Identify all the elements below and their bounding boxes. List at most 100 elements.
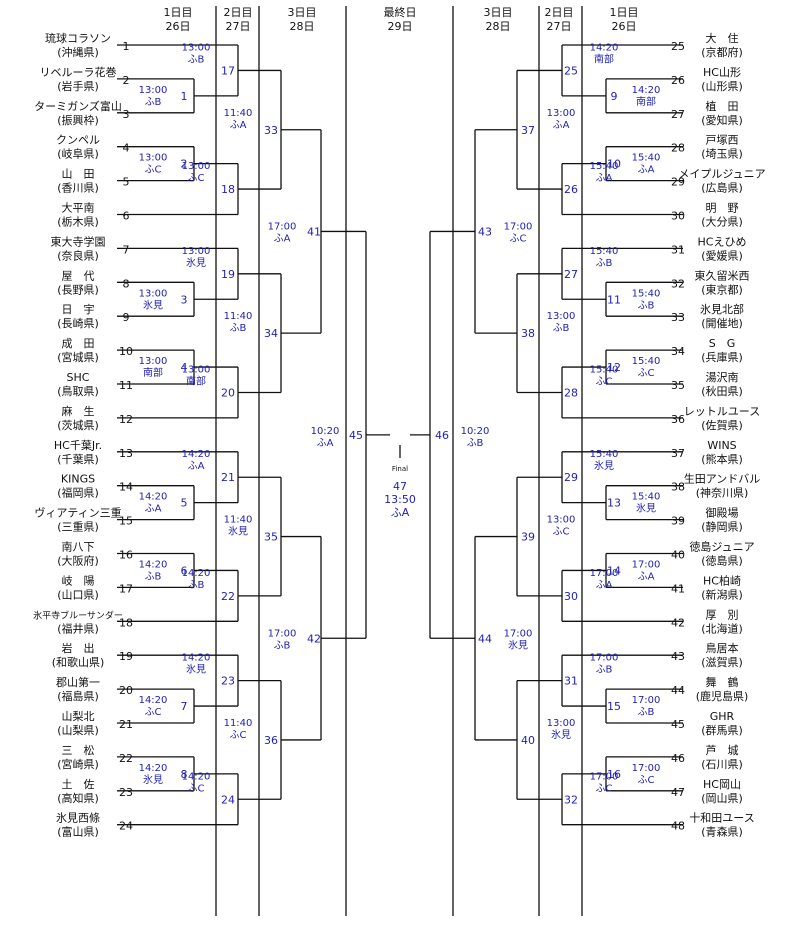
team-seed: 25 — [671, 40, 685, 53]
match-number: 19 — [221, 268, 235, 281]
match-number: 47 — [393, 480, 407, 493]
team-region: (岐阜県) — [57, 148, 99, 161]
match-venue: 氷見 — [508, 638, 528, 651]
header-day: 1日目 — [610, 6, 639, 19]
team-seed: 40 — [671, 549, 685, 562]
match-time: 13:50 — [384, 493, 416, 506]
team-region: (京都府) — [701, 45, 743, 59]
team-region: (秋田県) — [701, 384, 743, 398]
team-seed: 37 — [671, 447, 685, 460]
team-name: リベルーラ花巻 — [40, 66, 117, 79]
team-name: 山梨北 — [62, 709, 95, 723]
team-seed: 27 — [671, 108, 685, 121]
match-time: 15:40 — [590, 449, 619, 460]
team-name: HC千葉Jr. — [54, 438, 102, 452]
header-date: 27日 — [547, 20, 572, 33]
team-seed: 30 — [671, 210, 685, 223]
match-venue: 氷見 — [551, 728, 571, 741]
team-name: 戸塚西 — [706, 134, 739, 147]
match-venue: ふC — [230, 729, 247, 741]
match-time: 17:00 — [590, 568, 619, 579]
team-name: 東大寺学園 — [51, 234, 106, 248]
match-time: 13:00 — [139, 356, 168, 367]
team-seed: 46 — [671, 752, 685, 765]
team-region: (東京都) — [701, 282, 743, 296]
match-number: 26 — [564, 183, 578, 196]
team-name: 麻 生 — [62, 404, 95, 418]
team-region: (福島県) — [57, 689, 99, 703]
match-number: 32 — [564, 793, 578, 806]
team-name: 土 佐 — [62, 777, 95, 791]
header-day: 1日目 — [164, 6, 193, 19]
match-number: 27 — [564, 268, 578, 281]
team-seed: 6 — [123, 210, 130, 223]
match-venue: ふC — [553, 526, 570, 538]
team-name: 屋 代 — [62, 269, 95, 282]
team-seed: 18 — [119, 616, 133, 629]
team-name: クンペル — [56, 134, 100, 147]
match-time: 17:00 — [504, 221, 533, 232]
team-seed: 34 — [671, 345, 685, 358]
team-name: 氷平寺ブルーサンダー — [33, 609, 123, 621]
header-date: 28日 — [486, 20, 511, 33]
match-venue: ふA — [638, 164, 655, 176]
match-time: 15:40 — [632, 356, 661, 367]
team-name: HC山形 — [703, 66, 741, 79]
team-region: (香川県) — [57, 182, 99, 195]
match-time: 13:00 — [139, 288, 168, 299]
match-venue: ふB — [467, 437, 484, 449]
match-number: 45 — [349, 429, 363, 442]
team-seed: 23 — [119, 786, 133, 799]
team-name: 氷見西條 — [56, 811, 100, 825]
header-date: 27日 — [226, 20, 251, 33]
match-number: 12 — [607, 361, 621, 374]
match-number: 17 — [221, 64, 235, 77]
team-region: (広島県) — [701, 181, 743, 195]
team-seed: 22 — [119, 752, 133, 765]
match-time: 17:00 — [590, 771, 619, 782]
match-number: 18 — [221, 183, 235, 196]
match-time: 10:20 — [461, 426, 490, 437]
match-venue: 南部 — [594, 52, 614, 65]
team-name: 氷見北部 — [700, 302, 744, 316]
team-name: 郡山第一 — [56, 675, 100, 689]
match-venue: ふC — [596, 782, 613, 794]
match-number: 22 — [221, 590, 235, 603]
match-venue: ふA — [596, 172, 613, 184]
match-number: 34 — [264, 327, 278, 340]
match-number: 28 — [564, 386, 578, 399]
team-name: レットルユース — [684, 405, 760, 418]
team-region: (茨城県) — [57, 418, 99, 432]
team-region: (奈良県) — [57, 248, 99, 262]
match-number: 3 — [181, 293, 188, 306]
match-time: 15:40 — [590, 246, 619, 257]
match-time: 17:00 — [632, 695, 661, 706]
team-name: ターミガンズ富山 — [34, 99, 122, 113]
team-region: (兵庫県) — [701, 350, 743, 364]
team-region: (富山県) — [57, 825, 99, 839]
header-date: 28日 — [290, 20, 315, 33]
team-seed: 45 — [671, 718, 685, 731]
team-name: 厚 別 — [706, 608, 739, 621]
team-seed: 5 — [123, 176, 130, 189]
team-region: (長野県) — [57, 283, 99, 296]
match-time: 13:00 — [182, 42, 211, 53]
team-seed: 20 — [119, 684, 133, 697]
match-number: 2 — [181, 158, 188, 171]
match-number: 40 — [521, 734, 535, 747]
match-time: 14:20 — [632, 85, 661, 96]
match-number: 25 — [564, 64, 578, 77]
match-venue: ふB — [145, 570, 162, 582]
team-region: (石川県) — [701, 758, 743, 771]
match-number: 5 — [181, 497, 188, 510]
team-seed: 36 — [671, 413, 685, 426]
match-time: 15:40 — [632, 153, 661, 164]
team-seed: 3 — [123, 108, 130, 121]
team-region: (和歌山県) — [52, 655, 105, 669]
match-venue: ふA — [274, 232, 291, 244]
match-venue: ふB — [638, 299, 655, 311]
team-name: 山 田 — [62, 168, 95, 181]
header-day: 2日目 — [224, 6, 253, 19]
match-number: 36 — [264, 734, 278, 747]
